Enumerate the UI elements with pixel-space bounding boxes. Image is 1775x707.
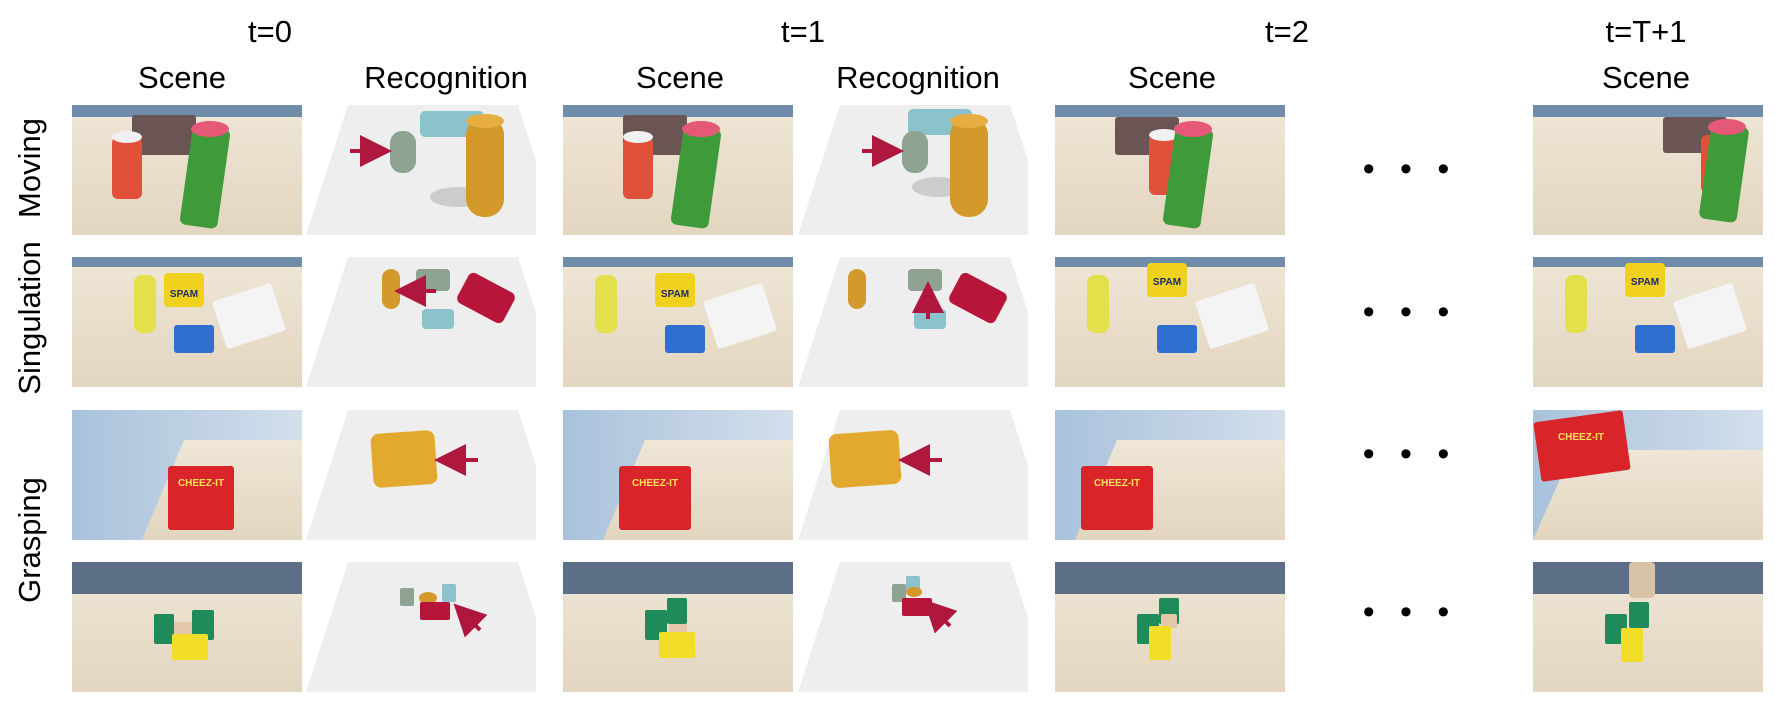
ellipsis-row3: • • • [1362,435,1458,473]
scene-moving-t1 [563,105,793,235]
header-recognition-t0: Recognition [364,60,528,95]
recognition-moving-t0 [306,105,536,235]
scene-moving-t0 [72,105,302,235]
cheezit-label: CHEEZ-IT [1558,432,1604,443]
scene-singulation-t2: SPAM [1055,257,1285,387]
recognition-singulation-t0 [306,257,536,387]
recognition-moving-t1 [798,105,1028,235]
scene-moving-tT1 [1533,105,1763,235]
recognition-grasp2-t1 [798,562,1028,692]
scene-grasp1-t0: CHEEZ-IT [72,410,302,540]
row-label-singulation: Singulation [12,241,47,395]
spam-label: SPAM [170,289,198,300]
ellipsis-row1: • • • [1362,150,1458,188]
header-scene-t2: Scene [1128,60,1216,95]
cheezit-label: CHEEZ-IT [632,478,678,489]
scene-grasp1-t1: CHEEZ-IT [563,410,793,540]
header-scene-t0: Scene [138,60,226,95]
scene-grasp2-tT1 [1533,562,1763,692]
spam-label: SPAM [661,289,689,300]
recognition-grasp1-t0 [306,410,536,540]
row-label-moving: Moving [12,118,47,218]
header-scene-t1: Scene [636,60,724,95]
scene-grasp2-t0 [72,562,302,692]
scene-moving-t2 [1055,105,1285,235]
recognition-singulation-t1 [798,257,1028,387]
timestep-t0: t=0 [248,14,292,49]
scene-singulation-t1: SPAM [563,257,793,387]
scene-grasp2-t2 [1055,562,1285,692]
scene-grasp2-t1 [563,562,793,692]
ellipsis-row4: • • • [1362,593,1458,631]
scene-grasp1-t2: CHEEZ-IT [1055,410,1285,540]
spam-label: SPAM [1631,277,1659,288]
timestep-t2: t=2 [1265,14,1309,49]
recognition-grasp1-t1 [798,410,1028,540]
spam-label: SPAM [1153,277,1181,288]
scene-singulation-t0: SPAM [72,257,302,387]
cheezit-label: CHEEZ-IT [1094,478,1140,489]
ellipsis-row2: • • • [1362,293,1458,331]
recognition-grasp2-t0 [306,562,536,692]
scene-singulation-tT1: SPAM [1533,257,1763,387]
row-label-grasping: Grasping [12,477,47,603]
timestep-tT1: t=T+1 [1605,14,1687,49]
cheezit-label: CHEEZ-IT [178,478,224,489]
header-recognition-t1: Recognition [836,60,1000,95]
timestep-t1: t=1 [781,14,825,49]
header-scene-tT1: Scene [1602,60,1690,95]
scene-grasp1-tT1: CHEEZ-IT [1533,410,1763,540]
